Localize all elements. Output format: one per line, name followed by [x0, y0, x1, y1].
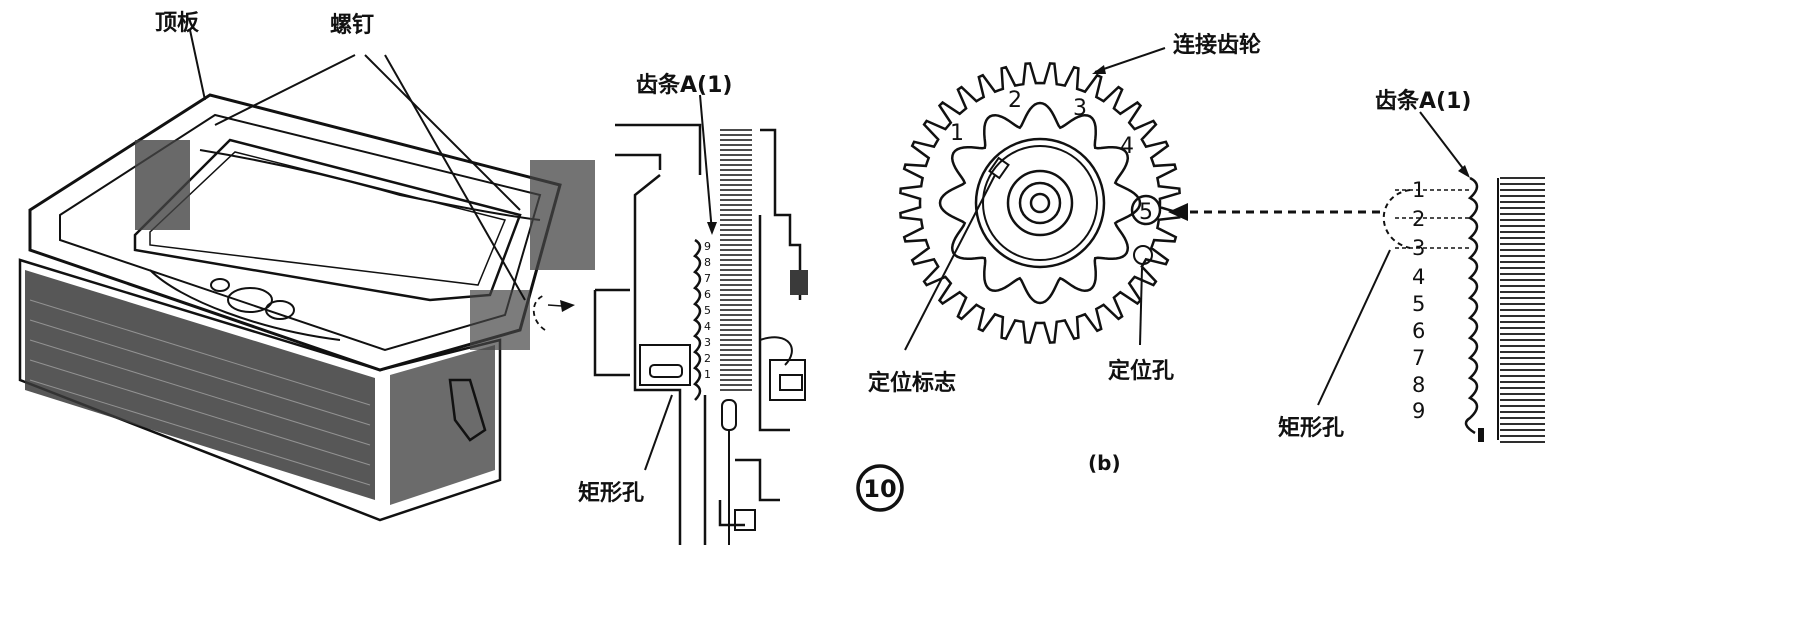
label-rect-hole-left: 矩形孔 — [578, 480, 644, 506]
position-mark-tab — [988, 156, 1010, 180]
rack-number-1: 1 — [1412, 178, 1425, 202]
label-rack-a-right: 齿条A(1) — [1375, 88, 1471, 114]
rack-number-2: 2 — [1412, 207, 1425, 231]
rack-tick-9: 9 — [704, 240, 711, 253]
label-rect-hole-right: 矩形孔 — [1278, 415, 1344, 441]
label-rack-a-left: 齿条A(1) — [636, 72, 732, 98]
hub-ring — [982, 145, 1098, 261]
label-position-hole: 定位孔 — [1108, 358, 1174, 384]
figure-number-text: 10 — [863, 475, 896, 503]
rack-front-numbers: 1 2 3 4 5 6 7 8 9 — [1412, 178, 1425, 423]
rack-number-7: 7 — [1412, 346, 1425, 370]
gear-number-5: 5 — [1139, 200, 1153, 225]
hub-outer-ring — [974, 137, 1106, 269]
mechanism-assembly — [18, 93, 595, 522]
hub-inner — [1018, 181, 1062, 225]
circled-5 — [1130, 194, 1162, 226]
rack-tick-5: 5 — [704, 304, 711, 317]
leader-rack-a-right — [1419, 111, 1469, 176]
label-position-mark: 定位标志 — [868, 370, 956, 396]
figure-number-circle — [856, 464, 904, 512]
alignment-arrow — [1168, 203, 1380, 221]
gear-number-1: 1 — [950, 121, 964, 146]
leader-rect-hole-left — [644, 394, 673, 471]
rack-front-view — [1382, 176, 1545, 443]
rack-number-8: 8 — [1412, 373, 1425, 397]
rack-tick-4: 4 — [704, 320, 711, 333]
outer-gear — [899, 62, 1181, 344]
label-screw: 螺钉 — [330, 12, 374, 38]
arrowhead-rack-a-right — [1458, 165, 1470, 178]
rack-number-3: 3 — [1412, 236, 1425, 260]
rack-tick-2: 2 — [704, 352, 711, 365]
rack-number-9: 9 — [1412, 399, 1425, 423]
leader-lines-a — [189, 29, 526, 301]
inner-gear — [938, 101, 1142, 305]
rack-tick-numbers: 9 8 7 6 5 4 3 2 1 — [704, 240, 711, 381]
gear-number-4: 4 — [1120, 134, 1134, 159]
rack-tick-1: 1 — [704, 368, 711, 381]
rack-number-4: 4 — [1412, 265, 1425, 289]
gear-numbers: 1 2 3 4 5 — [950, 88, 1153, 225]
figure-number: 10 — [856, 464, 904, 512]
rack-tick-6: 6 — [704, 288, 711, 301]
leader-lines-b — [904, 47, 1166, 351]
gear-number-2: 2 — [1008, 88, 1022, 113]
position-hole — [1133, 245, 1153, 265]
rack-tick-8: 8 — [704, 256, 711, 269]
hub-boss — [1006, 169, 1074, 237]
caption-b: (b) — [1088, 451, 1121, 475]
label-top-plate: 顶板 — [155, 11, 200, 36]
gear-number-3: 3 — [1073, 96, 1087, 121]
rack-tick-3: 3 — [704, 336, 711, 349]
connecting-gear — [899, 62, 1181, 344]
hub-axle — [1029, 192, 1051, 214]
leader-rack-a — [699, 94, 713, 233]
rack-side-view — [593, 123, 808, 545]
rack-number-5: 5 — [1412, 292, 1425, 316]
label-connecting-gear: 连接齿轮 — [1173, 32, 1261, 58]
rack-tick-7: 7 — [704, 272, 711, 285]
leader-rect-hole-right — [1317, 249, 1391, 406]
rack-number-6: 6 — [1412, 319, 1425, 343]
arrowhead-rack-a — [707, 222, 717, 235]
